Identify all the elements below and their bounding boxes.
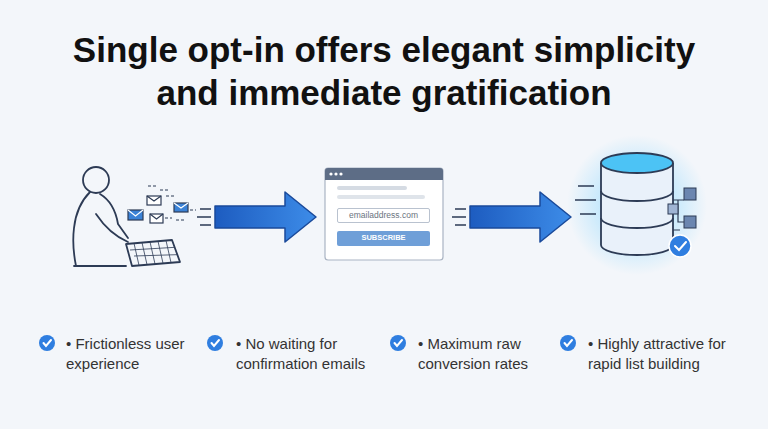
benefit-text: • Highly attractive for rapid list build… [588,334,743,374]
email-input: emailaddress.com [337,208,430,223]
subscribe-button: SUBSCRIBE [337,231,430,246]
title: Single opt-in offers elegant simplicity … [44,28,724,114]
person-icon [73,167,180,266]
benefit-text: • Frictionless user experience [66,334,201,374]
email-icons [128,186,196,223]
node-text: SUBSCRIBE [361,234,405,242]
browser-window [325,168,443,260]
node-text: emailaddress.com [349,211,418,220]
flow-arrow [197,192,316,242]
flow-arrow [452,192,571,242]
keyboard-keys [130,241,177,266]
benefit-text: • Maximum raw conversion rates [418,334,558,374]
benefit-text: • No waiting for confirmation emails [236,334,386,374]
database-icon [567,135,707,275]
